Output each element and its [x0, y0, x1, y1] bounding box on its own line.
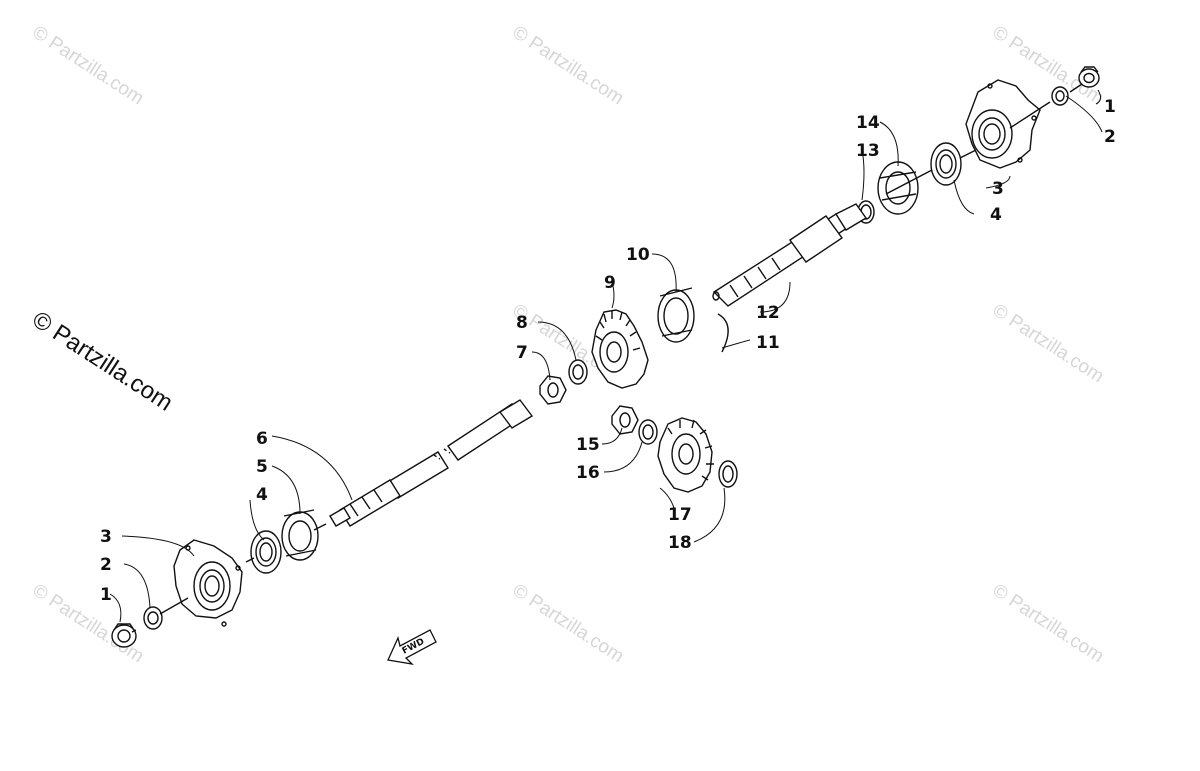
callout-3-right: 3: [992, 179, 1004, 199]
nut-7: [539, 375, 567, 405]
callout-3-left: 3: [100, 527, 112, 547]
nut-right: [1078, 66, 1100, 88]
callout-18: 18: [668, 533, 692, 553]
flange-hub-left: [173, 539, 243, 627]
bevel-gear-17: [657, 417, 714, 493]
callout-5: 5: [256, 457, 268, 477]
shaft-6: [329, 399, 534, 527]
washer-8: [568, 359, 588, 385]
callout-14: 14: [856, 113, 880, 133]
callout-2-right: 2: [1104, 127, 1116, 147]
washer-18: [718, 460, 738, 488]
nut-15: [611, 405, 639, 435]
bearing-5: [281, 509, 319, 561]
callout-10: 10: [626, 245, 650, 265]
callout-15: 15: [576, 435, 600, 455]
callout-1-left: 1: [100, 585, 112, 605]
flange-hub-right: [965, 79, 1041, 169]
callout-8: 8: [516, 313, 528, 333]
callout-4-right: 4: [990, 205, 1002, 225]
bearing-10: [657, 287, 695, 343]
callout-17: 17: [668, 505, 692, 525]
callout-12: 12: [756, 303, 780, 323]
callout-6: 6: [256, 429, 268, 449]
fwd-arrow-icon: FWD: [387, 629, 437, 665]
assembly-centerline: [131, 83, 1083, 633]
callout-7: 7: [516, 343, 528, 363]
pinion-gear-9: [591, 309, 649, 389]
seal-right: [930, 142, 962, 186]
callout-9: 9: [604, 273, 616, 293]
callout-4-left: 4: [256, 485, 268, 505]
callout-11: 11: [756, 333, 780, 353]
shaft-12: [712, 203, 868, 307]
callout-1-right: 1: [1104, 97, 1116, 117]
callout-16: 16: [576, 463, 600, 483]
washer-left: [143, 606, 163, 630]
seal-left: [250, 530, 282, 574]
washer-16: [638, 419, 658, 445]
nut-left: [111, 623, 137, 648]
callout-13: 13: [856, 141, 880, 161]
leader-lines: [109, 89, 1103, 623]
callout-2-left: 2: [100, 555, 112, 575]
washer-right: [1051, 86, 1069, 106]
